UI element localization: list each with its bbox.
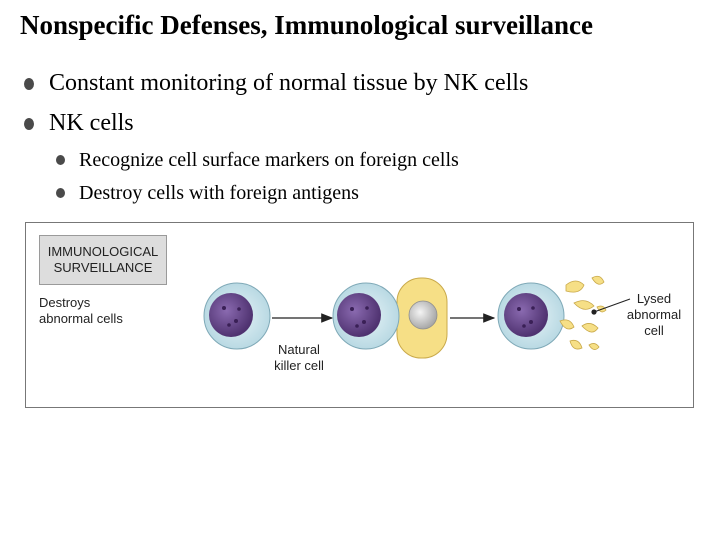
nk-cell-icon (332, 282, 400, 350)
destroys-label-line2: abnormal cells (39, 311, 123, 326)
nk-label-line2: killer cell (274, 358, 324, 373)
bullet-dot-icon (56, 155, 65, 165)
abnormal-cell-icon (396, 277, 448, 359)
box-title-line1: IMMUNOLOGICAL (47, 244, 159, 259)
box-title-line2: SURVEILLANCE (53, 260, 153, 275)
bullet-dot-icon (24, 78, 34, 90)
nk-cell-icon (203, 282, 271, 350)
callout-line (593, 298, 631, 313)
destroys-label-line1: Destroys (39, 295, 91, 310)
sub-bullet-text: Recognize cell surface markers on foreig… (79, 149, 459, 171)
nk-cell-label: Natural killer cell (269, 342, 329, 374)
sub-bullet-text: Destroy cells with foreign antigens (79, 182, 359, 204)
surveillance-title-box: IMMUNOLOGICAL SURVEILLANCE (39, 235, 167, 285)
bullet-dot-icon (24, 118, 34, 130)
lysed-cell-fragments-icon (559, 275, 607, 350)
bullet-text: NK cells (49, 110, 134, 136)
slide-title: Nonspecific Defenses, Immunological surv… (20, 10, 593, 40)
bullet-text: Constant monitoring of normal tissue by … (49, 70, 529, 96)
bullet-dot-icon (56, 188, 65, 198)
destroys-label: Destroys abnormal cells (39, 295, 123, 327)
lysed-cell-label: Lysed abnormal cell (622, 291, 686, 339)
lysed-label-line3: cell (644, 323, 664, 338)
nk-label-line1: Natural (278, 342, 320, 357)
lysed-label-line1: Lysed (636, 291, 672, 306)
nk-cell-icon (497, 282, 565, 350)
lysed-label-line2: abnormal (626, 307, 682, 322)
immunological-surveillance-figure: IMMUNOLOGICAL SURVEILLANCE Destroys abno… (25, 222, 694, 408)
figure-illustration (203, 275, 631, 359)
